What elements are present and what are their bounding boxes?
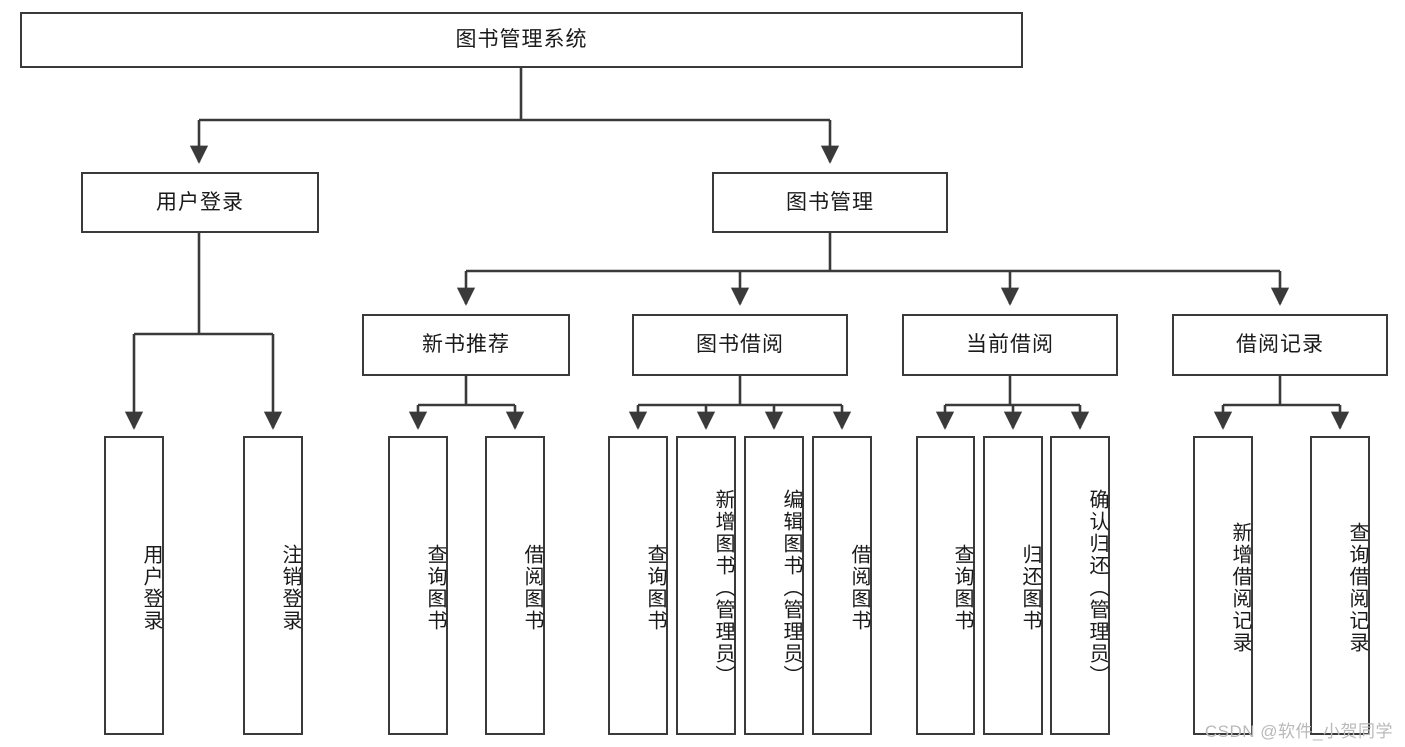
node-root[interactable]: 图书管理系统	[20, 12, 1023, 68]
leaf-borrow-record-2-label: 查询借阅记录	[1346, 521, 1368, 654]
leaf-borrow-record-1[interactable]: 新增借阅记录	[1193, 436, 1253, 735]
node-root-label: 图书管理系统	[455, 28, 588, 52]
node-borrow-record-label: 借阅记录	[1236, 333, 1324, 357]
leaf-new-book-2[interactable]: 借阅图书	[485, 436, 545, 735]
node-book-manage[interactable]: 图书管理	[712, 172, 948, 233]
leaf-book-borrow-2-label: 新增图书（管理员）	[712, 488, 734, 687]
leaf-user-login-1[interactable]: 用户登录	[104, 436, 164, 735]
node-user-login[interactable]: 用户登录	[81, 172, 319, 233]
node-user-login-label: 用户登录	[156, 190, 244, 214]
leaf-current-borrow-3-label: 确认归还（管理员）	[1086, 488, 1108, 687]
node-new-book-recommend-label: 新书推荐	[422, 333, 510, 357]
leaf-new-book-1-label: 查询图书	[424, 543, 446, 632]
leaf-book-borrow-1-label: 查询图书	[644, 543, 666, 632]
node-book-borrow-label: 图书借阅	[696, 333, 784, 357]
leaf-book-borrow-1[interactable]: 查询图书	[608, 436, 668, 735]
csdn-watermark: CSDN @软件_小贺同学	[1204, 722, 1393, 741]
leaf-current-borrow-2[interactable]: 归还图书	[983, 436, 1043, 735]
node-current-borrow-label: 当前借阅	[966, 333, 1054, 357]
node-new-book-recommend[interactable]: 新书推荐	[362, 314, 570, 376]
leaf-new-book-2-label: 借阅图书	[521, 543, 543, 632]
leaf-user-login-2[interactable]: 注销登录	[243, 436, 303, 735]
leaf-book-borrow-4-label: 借阅图书	[848, 543, 870, 632]
leaf-current-borrow-1-label: 查询图书	[951, 543, 973, 632]
leaf-book-borrow-4[interactable]: 借阅图书	[812, 436, 872, 735]
node-current-borrow[interactable]: 当前借阅	[902, 314, 1118, 376]
leaf-borrow-record-2[interactable]: 查询借阅记录	[1310, 436, 1370, 735]
leaf-current-borrow-3[interactable]: 确认归还（管理员）	[1050, 436, 1110, 735]
leaf-new-book-1[interactable]: 查询图书	[388, 436, 448, 735]
leaf-book-borrow-3-label: 编辑图书（管理员）	[780, 488, 802, 687]
leaf-book-borrow-3[interactable]: 编辑图书（管理员）	[744, 436, 804, 735]
leaf-current-borrow-1[interactable]: 查询图书	[916, 436, 975, 735]
leaf-borrow-record-1-label: 新增借阅记录	[1229, 521, 1251, 654]
node-book-manage-label: 图书管理	[786, 190, 874, 214]
node-borrow-record[interactable]: 借阅记录	[1172, 314, 1388, 376]
leaf-book-borrow-2[interactable]: 新增图书（管理员）	[676, 436, 736, 735]
leaf-user-login-2-label: 注销登录	[279, 543, 301, 632]
leaf-user-login-1-label: 用户登录	[140, 543, 162, 632]
node-book-borrow[interactable]: 图书借阅	[632, 314, 848, 376]
leaf-current-borrow-2-label: 归还图书	[1019, 543, 1041, 632]
